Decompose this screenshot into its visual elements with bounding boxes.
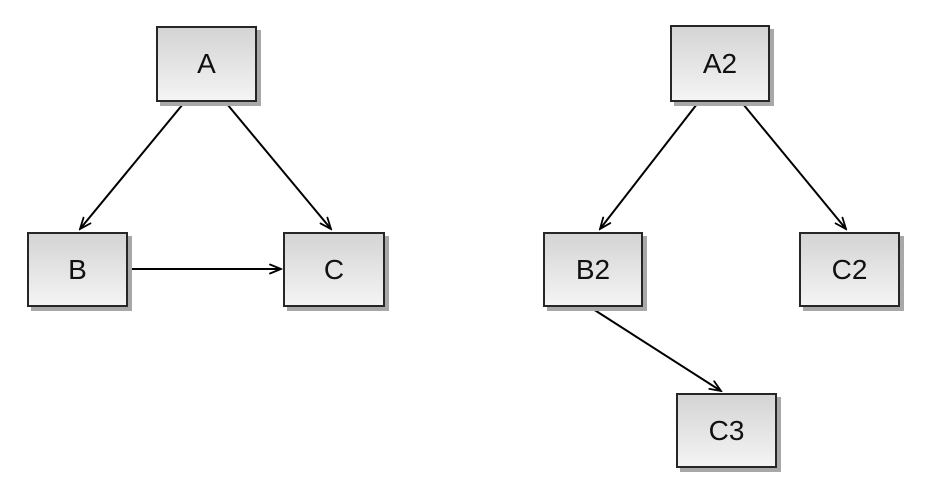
node-label-B: B [68,253,87,285]
node-B[interactable]: B [27,232,128,307]
node-label-A2: A2 [702,47,738,79]
node-label-C2: C2 [831,253,868,285]
node-label-C3: C3 [708,414,745,446]
node-A[interactable]: A [156,26,257,102]
node-C3[interactable]: C3 [676,393,777,468]
node-label-B2: B2 [575,253,611,285]
node-label-C: C [323,253,345,285]
node-C[interactable]: C [283,232,385,307]
node-A2[interactable]: A2 [670,25,770,102]
node-B2[interactable]: B2 [543,232,643,307]
node-label-A: A [197,48,216,79]
node-C2[interactable]: C2 [799,232,900,307]
